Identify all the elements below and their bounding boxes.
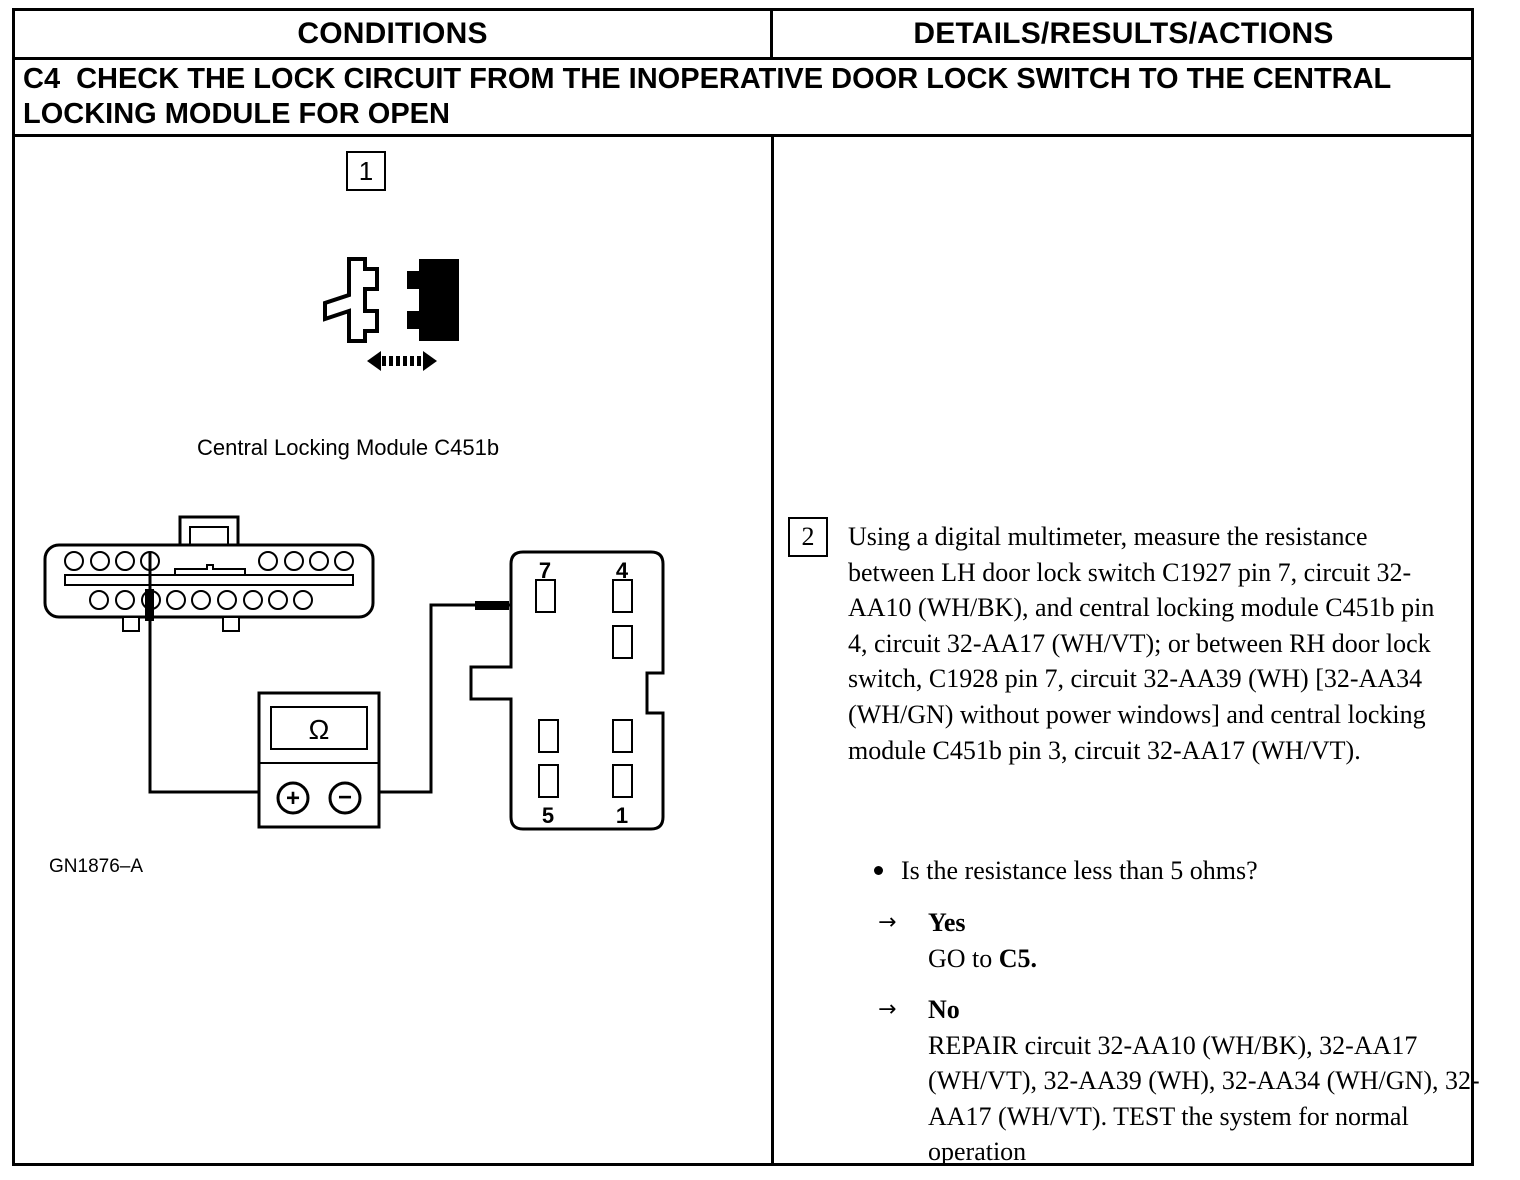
yes-action-target: C5. bbox=[998, 943, 1038, 973]
details-header: DETAILS/RESULTS/ACTIONS bbox=[913, 17, 1334, 50]
connector-disconnect-icon bbox=[323, 257, 459, 371]
conditions-header: CONDITIONS bbox=[297, 17, 488, 50]
column-divider bbox=[771, 137, 774, 1166]
right-arrow-icon: → bbox=[878, 997, 897, 1022]
table-header: CONDITIONS DETAILS/RESULTS/ACTIONS bbox=[15, 11, 1471, 60]
header-divider bbox=[770, 11, 773, 57]
meter-ohm-symbol: Ω bbox=[309, 714, 330, 745]
module-connector bbox=[43, 515, 375, 632]
step-title-text: CHECK THE LOCK CIRCUIT FROM THE INOPERAT… bbox=[23, 63, 1391, 130]
no-label: No bbox=[928, 995, 960, 1024]
circuit-diagram: Ω + − 7 4 5 1 bbox=[43, 515, 665, 831]
figure-step-number: 1 bbox=[346, 151, 386, 191]
conditions-pane: 1 Central Locking Module C451b bbox=[15, 137, 771, 1166]
outcome-no: → No REPAIR circuit 32-AA10 (WH/BK), 32-… bbox=[878, 992, 1480, 1172]
details-step-number: 2 bbox=[788, 517, 828, 557]
no-action: REPAIR circuit 32-AA10 (WH/BK), 32-AA17 … bbox=[928, 1030, 1480, 1167]
outcome-yes: → Yes GO to C5. bbox=[878, 905, 1468, 977]
yes-action: GO to C5. bbox=[928, 941, 1488, 977]
meter-minus-label: − bbox=[338, 784, 352, 811]
meter-plus-label: + bbox=[286, 785, 300, 812]
question-text: Is the resistance less than 5 ohms? bbox=[901, 856, 1258, 885]
step-code: C4 bbox=[23, 63, 61, 95]
right-arrow-icon: → bbox=[878, 910, 897, 935]
positive-lead bbox=[148, 552, 277, 794]
pin-label-1: 1 bbox=[616, 803, 628, 828]
double-arrow-icon bbox=[367, 351, 437, 371]
pin-label-5: 5 bbox=[542, 803, 554, 828]
pin-label-7: 7 bbox=[539, 558, 551, 583]
multimeter-icon: Ω + − bbox=[257, 691, 381, 829]
pin-label-4: 4 bbox=[616, 558, 629, 583]
yes-label: Yes bbox=[928, 908, 966, 937]
probe-tip-switch bbox=[475, 601, 509, 610]
figure-caption: Central Locking Module C451b bbox=[197, 435, 500, 460]
negative-lead bbox=[355, 603, 511, 794]
switch-connector: 7 4 5 1 bbox=[469, 550, 665, 831]
bullet-icon bbox=[874, 865, 883, 875]
yes-action-prefix: GO to bbox=[928, 943, 999, 973]
details-pane: 2 Using a digital multimeter, measure th… bbox=[774, 137, 1480, 1166]
question-item: Is the resistance less than 5 ohms? bbox=[874, 853, 1464, 889]
instruction-text: Using a digital multimeter, measure the … bbox=[848, 522, 1435, 765]
figure-id: GN1876–A bbox=[49, 856, 144, 877]
